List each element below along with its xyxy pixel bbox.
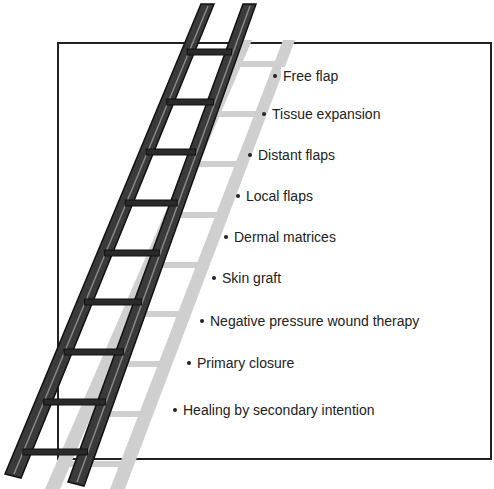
ladder-rung	[125, 200, 177, 206]
ladder-rung	[105, 250, 160, 256]
rung-shadow	[214, 111, 261, 117]
ladder-rung	[85, 299, 142, 305]
bullet	[173, 408, 177, 412]
rung-label: Local flaps	[244, 187, 315, 205]
rung-shadow	[63, 461, 127, 467]
rung-label: Skin graft	[220, 269, 283, 287]
bullet	[273, 74, 277, 78]
ladder-rung	[64, 349, 124, 355]
bullet	[200, 319, 204, 323]
bullet	[187, 361, 191, 365]
ladder-rung	[187, 49, 231, 55]
ladder-rung	[146, 149, 195, 155]
ladder-rung	[23, 449, 88, 455]
ladder-rung	[167, 99, 214, 105]
rung-label: Distant flaps	[256, 146, 337, 164]
rung-label: Tissue expansion	[270, 105, 382, 123]
ladder	[5, 4, 256, 486]
bullet	[236, 194, 240, 198]
rung-label: Primary closure	[195, 354, 296, 372]
bullet	[212, 276, 216, 280]
bullet	[262, 112, 266, 116]
rung-label: Healing by secondary intention	[181, 401, 376, 419]
bullet	[224, 235, 228, 239]
rung-shadow	[236, 61, 280, 67]
bullet	[248, 153, 252, 157]
rung-label: Free flap	[281, 67, 340, 85]
rung-label: Negative pressure wound therapy	[208, 312, 421, 330]
rung-label: Dermal matrices	[232, 228, 338, 246]
ladder-rung	[43, 399, 105, 405]
